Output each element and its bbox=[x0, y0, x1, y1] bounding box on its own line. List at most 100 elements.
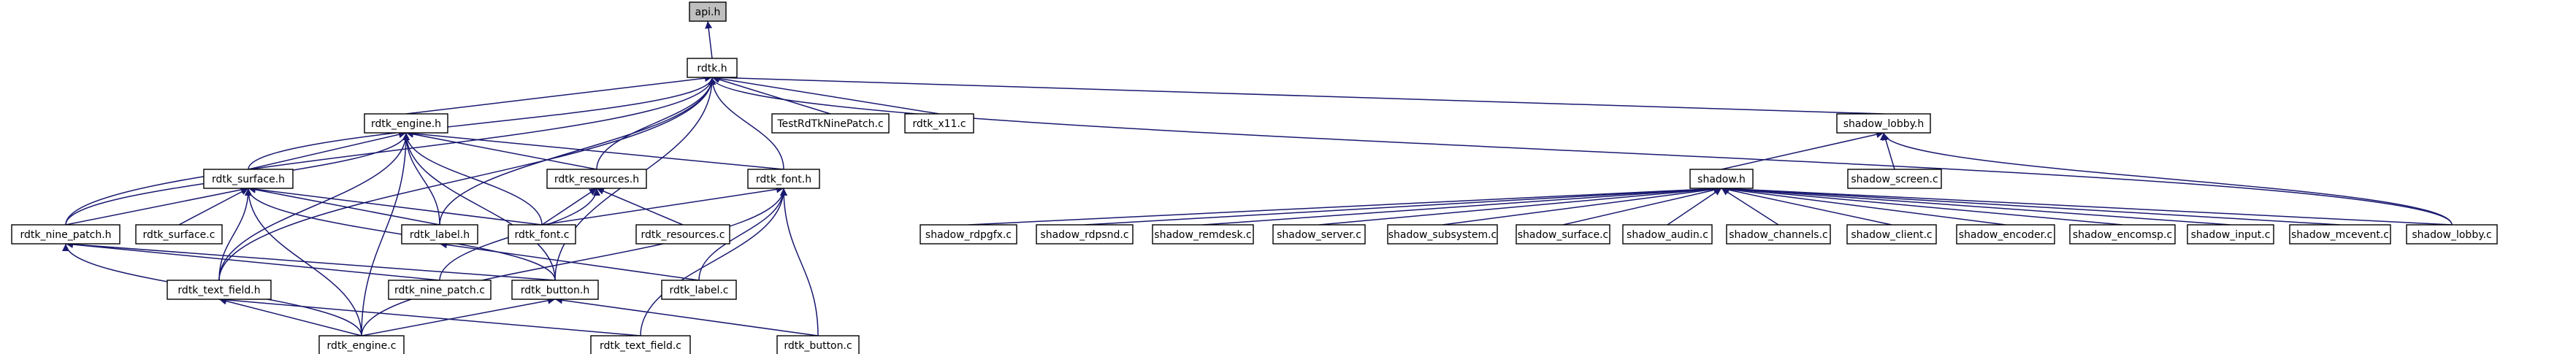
node-box bbox=[511, 280, 599, 300]
edge-rdtk-engine-h-to-rdtk-h bbox=[405, 74, 713, 115]
node-box bbox=[920, 224, 1017, 245]
edge-rdtk-label-c-to-rdtk-font-h bbox=[698, 188, 787, 281]
edge-testrdtkninepatch-c-to-rdtk-h bbox=[711, 76, 831, 115]
node-box bbox=[364, 113, 448, 134]
edge-rdtk-button-h-to-rdtk-nine-patch-h bbox=[65, 240, 556, 281]
node-rdtk-engine-h[interactable]: rdtk_engine.h bbox=[364, 113, 448, 134]
node-shadow-rdpgfx-c[interactable]: shadow_rdpgfx.c bbox=[920, 224, 1017, 245]
edge-shadow-screen-c-to-shadow-lobby-h bbox=[1882, 132, 1895, 170]
node-box bbox=[135, 224, 223, 245]
node-box bbox=[747, 169, 820, 189]
node-rdtk-surface-c[interactable]: rdtk_surface.c bbox=[135, 224, 223, 245]
edge-rdtk-engine-c-to-rdtk-engine-h bbox=[361, 132, 410, 336]
node-box bbox=[11, 224, 121, 245]
node-shadow-audin-c[interactable]: shadow_audin.c bbox=[1622, 224, 1713, 245]
node-shadow-h[interactable]: shadow.h bbox=[1689, 169, 1754, 189]
edge-shadow-remdesk-c-to-shadow-h bbox=[1202, 185, 1722, 226]
node-label: rdtk_engine.h bbox=[371, 118, 441, 130]
edge-rdtk-engine-c-to-rdtk-text-field-h bbox=[218, 297, 362, 336]
edge-shadow-subsystem-c-to-shadow-h bbox=[1442, 185, 1722, 226]
node-shadow-client-c[interactable]: shadow_client.c bbox=[1846, 224, 1937, 245]
node-rdtk-button-c[interactable]: rdtk_button.c bbox=[776, 335, 860, 354]
node-rdtk-resources-c[interactable]: rdtk_resources.c bbox=[635, 224, 730, 245]
node-label: api.h bbox=[695, 7, 721, 18]
node-rdtk-text-field-h[interactable]: rdtk_text_field.h bbox=[167, 280, 272, 300]
edge-rdtk-button-c-to-rdtk-font-h bbox=[780, 188, 819, 336]
edge-rdtk-font-h-to-rdtk-h bbox=[708, 77, 784, 170]
node-shadow-screen-c[interactable]: shadow_screen.c bbox=[1847, 169, 1942, 189]
edge-shadow-lobby-c-to-shadow-h bbox=[1721, 185, 2453, 226]
node-rdtk-font-c[interactable]: rdtk_font.c bbox=[508, 224, 576, 245]
node-shadow-encomsp-c[interactable]: shadow_encomsp.c bbox=[2069, 224, 2176, 245]
node-shadow-input-c[interactable]: shadow_input.c bbox=[2187, 224, 2274, 245]
node-shadow-channels-c[interactable]: shadow_channels.c bbox=[1726, 224, 1831, 245]
node-box bbox=[318, 335, 405, 354]
edge-rdtk-text-field-h-to-rdtk-surface-h bbox=[218, 188, 252, 281]
node-label: shadow_surface.c bbox=[1518, 229, 1609, 241]
edge-rdtk-font-c-to-rdtk-surface-h bbox=[248, 185, 543, 226]
node-rdtk-nine-patch-h[interactable]: rdtk_nine_patch.h bbox=[11, 224, 121, 245]
node-box bbox=[2406, 224, 2498, 245]
node-shadow-rdpsnd-c[interactable]: shadow_rdpsnd.c bbox=[1036, 224, 1134, 245]
node-shadow-lobby-h[interactable]: shadow_lobby.h bbox=[1836, 113, 1931, 134]
edge-rdtk-resources-h-to-rdtk-h bbox=[596, 77, 716, 170]
node-label: rdtk_surface.h bbox=[212, 174, 285, 185]
node-label: shadow_screen.c bbox=[1851, 174, 1938, 185]
node-box bbox=[2187, 224, 2274, 245]
node-label: shadow_audin.c bbox=[1627, 229, 1708, 241]
node-rdtk-label-c[interactable]: rdtk_label.c bbox=[661, 280, 737, 300]
node-label: shadow_encomsp.c bbox=[2073, 229, 2172, 241]
node-rdtk-x11-c[interactable]: rdtk_x11.c bbox=[904, 113, 974, 134]
node-box bbox=[1152, 224, 1254, 245]
node-rdtk-h[interactable]: rdtk.h bbox=[687, 58, 738, 78]
node-label: rdtk_font.c bbox=[515, 229, 570, 241]
node-box bbox=[1689, 169, 1754, 189]
edge-shadow-client-c-to-shadow-h bbox=[1721, 186, 1892, 226]
node-shadow-subsystem-c[interactable]: shadow_subsystem.c bbox=[1387, 224, 1498, 245]
node-rdtk-resources-h[interactable]: rdtk_resources.h bbox=[546, 169, 647, 189]
node-box bbox=[1036, 224, 1134, 245]
node-rdtk-font-h[interactable]: rdtk_font.h bbox=[747, 169, 820, 189]
node-box bbox=[508, 224, 576, 245]
node-testrdtkninepatch-c[interactable]: TestRdTkNinePatch.c bbox=[771, 113, 890, 134]
edge-shadow-encoder-c-to-shadow-h bbox=[1721, 185, 2006, 226]
edge-rdtk-font-h-to-rdtk-engine-h bbox=[405, 129, 784, 170]
node-rdtk-label-h[interactable]: rdtk_label.h bbox=[401, 224, 478, 245]
node-box bbox=[1956, 224, 2055, 245]
edge-shadow-server-c-to-shadow-h bbox=[1318, 185, 1722, 226]
edge-rdtk-resources-h-to-rdtk-engine-h bbox=[405, 130, 597, 170]
node-box bbox=[661, 280, 737, 300]
node-box bbox=[401, 224, 478, 245]
edge-shadow-encomsp-c-to-shadow-h bbox=[1721, 185, 2123, 226]
node-shadow-lobby-c[interactable]: shadow_lobby.c bbox=[2406, 224, 2498, 245]
node-rdtk-surface-h[interactable]: rdtk_surface.h bbox=[203, 169, 294, 189]
node-shadow-remdesk-c[interactable]: shadow_remdesk.c bbox=[1152, 224, 1254, 245]
node-shadow-mcevent-c[interactable]: shadow_mcevent.c bbox=[2289, 224, 2391, 245]
edge-shadow-lobby-c-to-rdtk-h bbox=[708, 77, 2453, 226]
node-label: rdtk_label.h bbox=[410, 229, 470, 241]
node-box bbox=[687, 58, 738, 78]
node-label: shadow_subsystem.c bbox=[1388, 229, 1497, 241]
edge-rdtk-nine-patch-c-to-rdtk-nine-patch-h bbox=[65, 240, 440, 281]
node-shadow-surface-c[interactable]: shadow_surface.c bbox=[1516, 224, 1610, 245]
edge-rdtk-resources-c-to-rdtk-resources-h bbox=[596, 188, 684, 226]
edge-rdtk-font-c-to-rdtk-font-h bbox=[541, 185, 784, 226]
node-api-h[interactable]: api.h bbox=[689, 1, 727, 22]
node-label: shadow_rdpgfx.c bbox=[925, 229, 1012, 241]
node-label: rdtk_nine_patch.h bbox=[20, 229, 111, 241]
node-box bbox=[590, 335, 691, 354]
node-shadow-encoder-c[interactable]: shadow_encoder.c bbox=[1956, 224, 2055, 245]
node-rdtk-engine-c[interactable]: rdtk_engine.c bbox=[318, 335, 405, 354]
edge-rdtk-h-to-api-h bbox=[705, 20, 713, 59]
node-shadow-server-c[interactable]: shadow_server.c bbox=[1272, 224, 1366, 245]
node-rdtk-text-field-c[interactable]: rdtk_text_field.c bbox=[590, 335, 691, 354]
edge-shadow-mcevent-c-to-shadow-h bbox=[1721, 185, 2341, 226]
edge-shadow-input-c-to-shadow-h bbox=[1721, 185, 2231, 226]
node-label: rdtk_text_field.c bbox=[600, 340, 681, 352]
node-box bbox=[203, 169, 294, 189]
node-rdtk-button-h[interactable]: rdtk_button.h bbox=[511, 280, 599, 300]
node-rdtk-nine-patch-c[interactable]: rdtk_nine_patch.c bbox=[388, 280, 492, 300]
node-box bbox=[1622, 224, 1713, 245]
edge-rdtk-label-c-to-rdtk-label-h bbox=[439, 241, 700, 281]
node-box bbox=[689, 1, 727, 22]
